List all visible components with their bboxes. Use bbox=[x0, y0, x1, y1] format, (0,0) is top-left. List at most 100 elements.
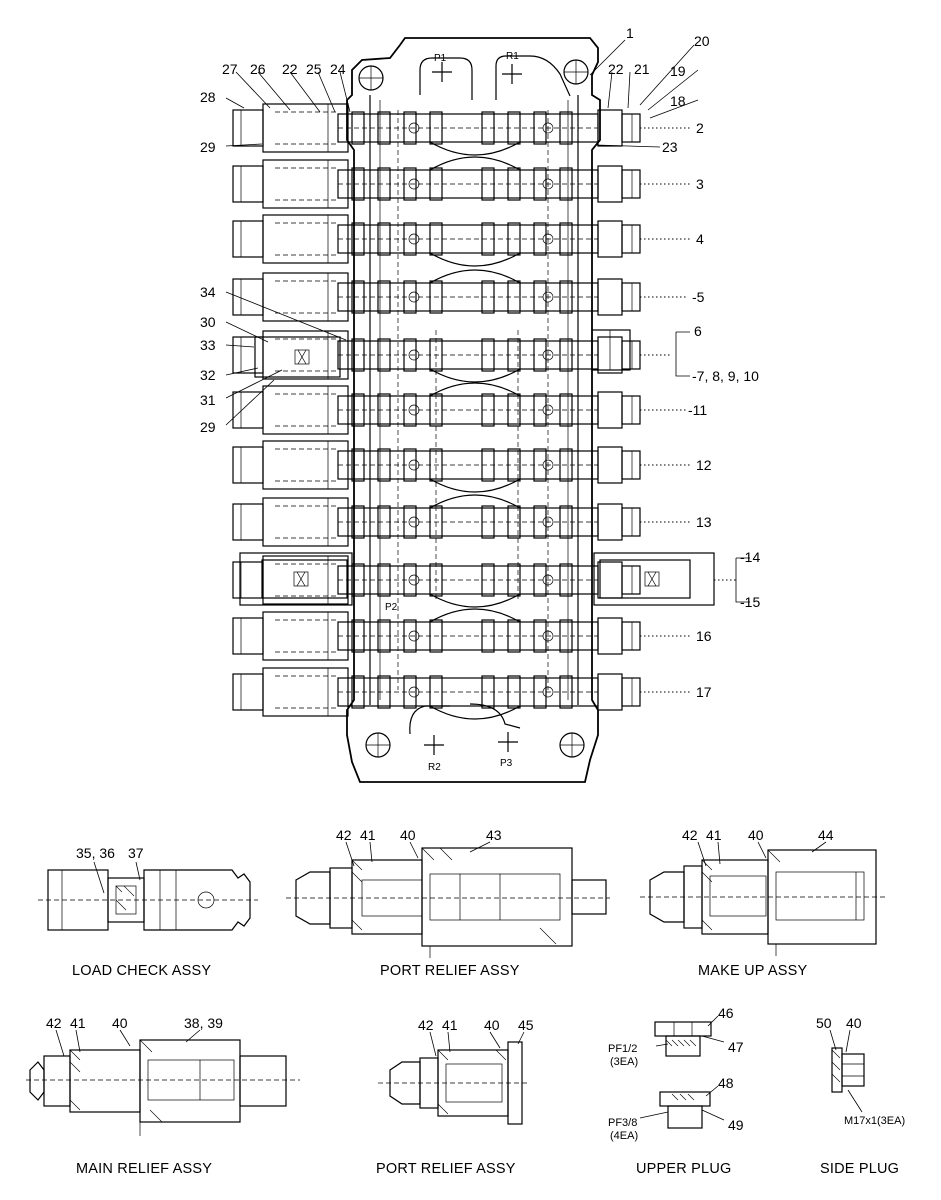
port-relief-assy-2-drawing bbox=[378, 1031, 530, 1125]
port-label-p2: P2 bbox=[385, 602, 398, 613]
main-relief-assy-drawing bbox=[26, 1029, 300, 1136]
callout-number: 13 bbox=[696, 514, 712, 530]
port-label-p1: P1 bbox=[434, 53, 447, 64]
callout-number: 25 bbox=[306, 61, 322, 77]
port-label-p3: P3 bbox=[500, 758, 513, 769]
spool-extensions bbox=[239, 329, 715, 606]
callout-number: -14 bbox=[740, 549, 760, 565]
spool-sections bbox=[232, 103, 641, 720]
make-up-callout-40: 40 bbox=[748, 827, 764, 843]
callout-number: 24 bbox=[330, 61, 346, 77]
upper-plug-callout-49: 49 bbox=[728, 1117, 744, 1133]
callout-number: 23 bbox=[662, 139, 678, 155]
main-relief-callout-42: 42 bbox=[46, 1015, 62, 1031]
callout-number: 22 bbox=[608, 61, 624, 77]
callout-number: 29 bbox=[200, 139, 216, 155]
spool-section bbox=[232, 214, 641, 267]
port-relief-callout-40: 40 bbox=[400, 827, 416, 843]
main-relief-assy-caption: MAIN RELIEF ASSY bbox=[76, 1161, 212, 1177]
callout-number: 31 bbox=[200, 392, 216, 408]
main-relief-callout-40: 40 bbox=[112, 1015, 128, 1031]
spool-section bbox=[232, 156, 641, 209]
callout-number: 22 bbox=[282, 61, 298, 77]
upper-plug-callout-48: 48 bbox=[718, 1075, 734, 1091]
port-label-r1: R1 bbox=[506, 51, 519, 62]
spool-section bbox=[232, 555, 641, 608]
spool-section bbox=[232, 103, 641, 156]
port-relief-assy-drawing bbox=[286, 841, 610, 958]
side-plug-thread-m17x1: M17x1(3EA) bbox=[844, 1115, 905, 1127]
load-check-callout-35-36: 35, 36 bbox=[76, 845, 115, 861]
port-relief-assy-2-caption: PORT RELIEF ASSY bbox=[376, 1161, 516, 1177]
callout-number: 30 bbox=[200, 314, 216, 330]
assembly-labels: 35, 36 37 LOAD CHECK ASSY 42 41 40 43 PO… bbox=[46, 827, 905, 1177]
upper-plug-qty-4ea: (4EA) bbox=[610, 1130, 638, 1142]
upper-plug-callout-46: 46 bbox=[718, 1005, 734, 1021]
main-relief-callout-41: 41 bbox=[70, 1015, 86, 1031]
side-plug-caption: SIDE PLUG bbox=[820, 1161, 899, 1177]
port-relief-callout-42: 42 bbox=[336, 827, 352, 843]
callout-number: 18 bbox=[670, 93, 686, 109]
callout-number: -7, 8, 9, 10 bbox=[692, 368, 759, 384]
spool-section bbox=[232, 667, 641, 720]
port-relief-callout-43: 43 bbox=[486, 827, 502, 843]
callout-number: -15 bbox=[740, 594, 760, 610]
load-check-assy-drawing bbox=[38, 861, 258, 931]
upper-plug-thread-pf1-2: PF1/2 bbox=[608, 1043, 637, 1055]
callout-number: 12 bbox=[696, 457, 712, 473]
make-up-assy-drawing bbox=[640, 841, 885, 956]
valve-housing bbox=[346, 37, 601, 783]
callout-number: 20 bbox=[694, 33, 710, 49]
upper-plug-callout-47: 47 bbox=[728, 1039, 744, 1055]
port-labels: P1 R1 P2 R2 P3 bbox=[385, 51, 519, 773]
callout-number: -5 bbox=[692, 289, 705, 305]
callout-number: 32 bbox=[200, 367, 216, 383]
callout-number: 4 bbox=[696, 231, 704, 247]
load-check-assy-caption: LOAD CHECK ASSY bbox=[72, 963, 211, 979]
callout-number: 21 bbox=[634, 61, 650, 77]
callout-number: 33 bbox=[200, 337, 216, 353]
callout-number: 34 bbox=[200, 284, 216, 300]
port-relief-2-callout-40: 40 bbox=[484, 1017, 500, 1033]
make-up-callout-44: 44 bbox=[818, 827, 834, 843]
make-up-callout-41: 41 bbox=[706, 827, 722, 843]
side-plug-callout-40: 40 bbox=[846, 1015, 862, 1031]
side-plug-drawing bbox=[829, 1029, 865, 1113]
upper-plug-qty-3ea: (3EA) bbox=[610, 1056, 638, 1068]
main-relief-callout-38-39: 38, 39 bbox=[184, 1015, 223, 1031]
port-relief-2-callout-45: 45 bbox=[518, 1017, 534, 1033]
callout-number: 6 bbox=[694, 323, 702, 339]
callout-number: 2 bbox=[696, 120, 704, 136]
callout-number: 26 bbox=[250, 61, 266, 77]
port-relief-callout-41: 41 bbox=[360, 827, 376, 843]
callout-number: 16 bbox=[696, 628, 712, 644]
port-label-r2: R2 bbox=[428, 762, 441, 773]
port-relief-assy-caption: PORT RELIEF ASSY bbox=[380, 963, 520, 979]
spool-section bbox=[232, 382, 641, 435]
callout-number: 17 bbox=[696, 684, 712, 700]
callout-number: 3 bbox=[696, 176, 704, 192]
spool-section bbox=[232, 608, 641, 661]
make-up-callout-42: 42 bbox=[682, 827, 698, 843]
port-relief-2-callout-42: 42 bbox=[418, 1017, 434, 1033]
make-up-assy-caption: MAKE UP ASSY bbox=[698, 963, 807, 979]
spool-section bbox=[232, 330, 641, 383]
callout-number: 27 bbox=[222, 61, 238, 77]
callout-number: 29 bbox=[200, 419, 216, 435]
spool-section bbox=[232, 269, 641, 322]
spool-section bbox=[232, 494, 641, 547]
callout-leaders bbox=[225, 39, 750, 693]
upper-plug-drawing bbox=[639, 1015, 725, 1129]
callout-number: -11 bbox=[688, 402, 707, 418]
port-relief-2-callout-41: 41 bbox=[442, 1017, 458, 1033]
callout-number: 1 bbox=[626, 25, 634, 41]
upper-plug-caption: UPPER PLUG bbox=[636, 1161, 731, 1177]
callout-number: 28 bbox=[200, 89, 216, 105]
upper-plug-thread-pf3-8: PF3/8 bbox=[608, 1117, 637, 1129]
spool-section bbox=[232, 440, 641, 493]
load-check-callout-37: 37 bbox=[128, 845, 144, 861]
side-plug-callout-50: 50 bbox=[816, 1015, 832, 1031]
callout-number: 19 bbox=[670, 63, 686, 79]
